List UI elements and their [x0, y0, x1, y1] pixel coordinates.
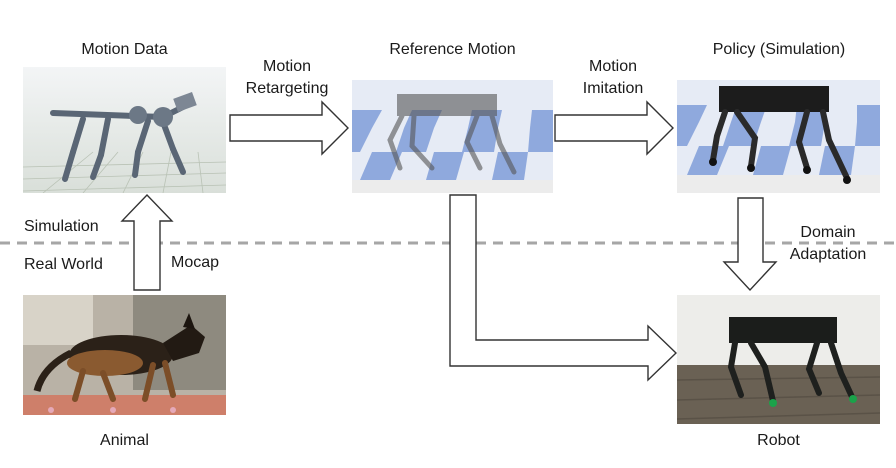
reference-motion-image: [352, 80, 553, 193]
domain-adaptation-label-line2: Adaptation: [789, 246, 867, 263]
policy-simulation-image: [677, 80, 880, 193]
real-world-label: Real World: [24, 256, 103, 273]
robot-image: [677, 295, 880, 424]
mocap-arrow: [120, 193, 174, 291]
domain-adaptation-arrow: [722, 197, 778, 292]
mocap-label: Mocap: [171, 254, 220, 271]
reference-motion-title: Reference Motion: [389, 41, 516, 58]
motion-retargeting-label-line1: Motion: [262, 58, 312, 75]
policy-simulation-illustration: [677, 80, 880, 193]
simulation-label: Simulation: [24, 218, 99, 235]
motion-imitation-label-line1: Motion: [588, 58, 638, 75]
retargeting-arrow: [229, 100, 349, 156]
policy-simulation-title: Policy (Simulation): [712, 41, 846, 58]
reference-motion-illustration: [352, 80, 553, 193]
motion-imitation-label-line2: Imitation: [582, 80, 644, 97]
imitation-arrow: [554, 100, 674, 156]
animal-illustration: [23, 295, 226, 415]
motion-data-title: Motion Data: [81, 41, 168, 58]
domain-adaptation-label-line1: Domain: [800, 224, 856, 241]
reference-to-robot-arrow: [449, 194, 678, 382]
animal-image: [23, 295, 226, 415]
robot-title: Robot: [757, 432, 800, 449]
motion-data-image: [23, 67, 226, 193]
motion-data-illustration: [23, 67, 226, 193]
robot-illustration: [677, 295, 880, 424]
animal-title: Animal: [100, 432, 149, 449]
motion-retargeting-label-line2: Retargeting: [245, 80, 329, 97]
